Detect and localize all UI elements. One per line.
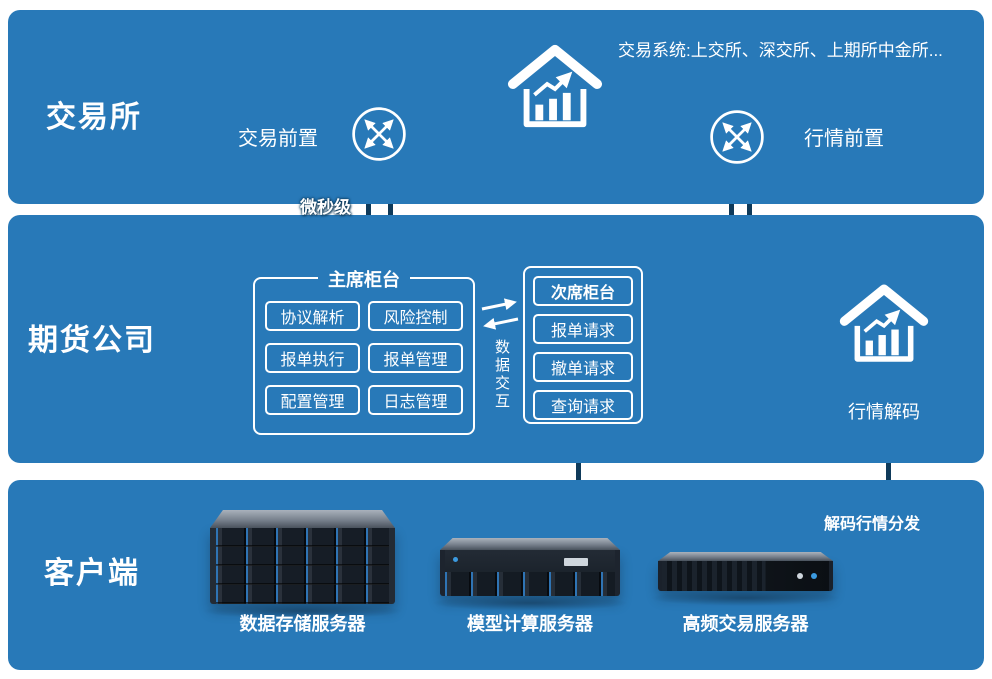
main-counter-box: 主席柜台 协议解析 风险控制 报单执行 报单管理 配置管理 日志管理: [253, 266, 475, 435]
band-client: 客户端 解码行情分发 数据存储服务器 模型计算服务器 高频交易服务器: [8, 480, 984, 670]
request-cancel: 撤单请求: [533, 352, 633, 382]
module-order-management: 报单管理: [368, 343, 463, 373]
trade-front-label: 交易前置: [238, 128, 318, 150]
secondary-counter-box: 次席柜台 报单请求 撤单请求 查询请求: [523, 266, 643, 424]
storage-server-illustration: [202, 510, 403, 619]
router-icon: [710, 110, 764, 164]
module-order-execution: 报单执行: [265, 343, 360, 373]
exchange-building-icon: [507, 44, 603, 128]
module-log-management: 日志管理: [368, 385, 463, 415]
module-risk-control: 风险控制: [368, 301, 463, 331]
band-exchange: 交易所 交易前置 交易系统:上交所、深交所、上期所中金所... 行情前置: [8, 10, 984, 204]
market-front-label: 行情前置: [804, 128, 884, 150]
router-icon: [352, 107, 406, 161]
connector-line: [576, 455, 581, 485]
connector-line: [729, 198, 734, 222]
server-front-face: [440, 550, 620, 596]
module-protocol-parsing: 协议解析: [265, 301, 360, 331]
server-shadow: [650, 590, 841, 606]
model-server-illustration: [432, 538, 628, 611]
connector-line: [388, 198, 393, 222]
connector-line: [366, 198, 371, 222]
swap-arrows-icon: [481, 298, 519, 330]
band-futures-company: 期货公司 主席柜台 协议解析 风险控制 报单执行 报单管理 配置管理 日志管理 …: [8, 215, 984, 463]
secondary-counter-title: 次席柜台: [533, 276, 633, 306]
exchange-systems-note: 交易系统:上交所、深交所、上期所中金所...: [618, 41, 943, 60]
server-shadow: [202, 603, 403, 619]
latency-note: 微秒级: [300, 198, 351, 217]
hft-server-illustration: [650, 552, 841, 606]
module-config-management: 配置管理: [265, 385, 360, 415]
storage-server-label: 数据存储服务器: [239, 614, 366, 634]
distribution-note: 解码行情分发: [824, 516, 921, 533]
market-decode-label: 行情解码: [848, 402, 920, 422]
main-counter-title: 主席柜台: [318, 266, 410, 292]
request-order: 报单请求: [533, 314, 633, 344]
exchange-building-icon: [839, 284, 929, 362]
band-client-title: 客户端: [44, 557, 140, 590]
server-top-face: [658, 552, 833, 561]
server-top-face: [210, 510, 395, 528]
main-counter-modules: 协议解析 风险控制 报单执行 报单管理 配置管理 日志管理: [255, 279, 473, 425]
band-exchange-title: 交易所: [46, 101, 142, 134]
server-front-face: [210, 528, 395, 604]
server-top-face: [440, 538, 620, 550]
secondary-counter-stack: 次席柜台 报单请求 撤单请求 查询请求: [525, 268, 641, 428]
data-exchange-label: 数据交互: [493, 339, 510, 411]
connector-line: [747, 198, 752, 222]
connector-line: [886, 455, 891, 485]
hft-server-label: 高频交易服务器: [682, 614, 809, 634]
model-server-label: 模型计算服务器: [467, 614, 593, 634]
server-front-face: [658, 561, 833, 591]
band-futures-title: 期货公司: [28, 324, 156, 357]
server-shadow: [432, 595, 628, 611]
request-query: 查询请求: [533, 390, 633, 420]
